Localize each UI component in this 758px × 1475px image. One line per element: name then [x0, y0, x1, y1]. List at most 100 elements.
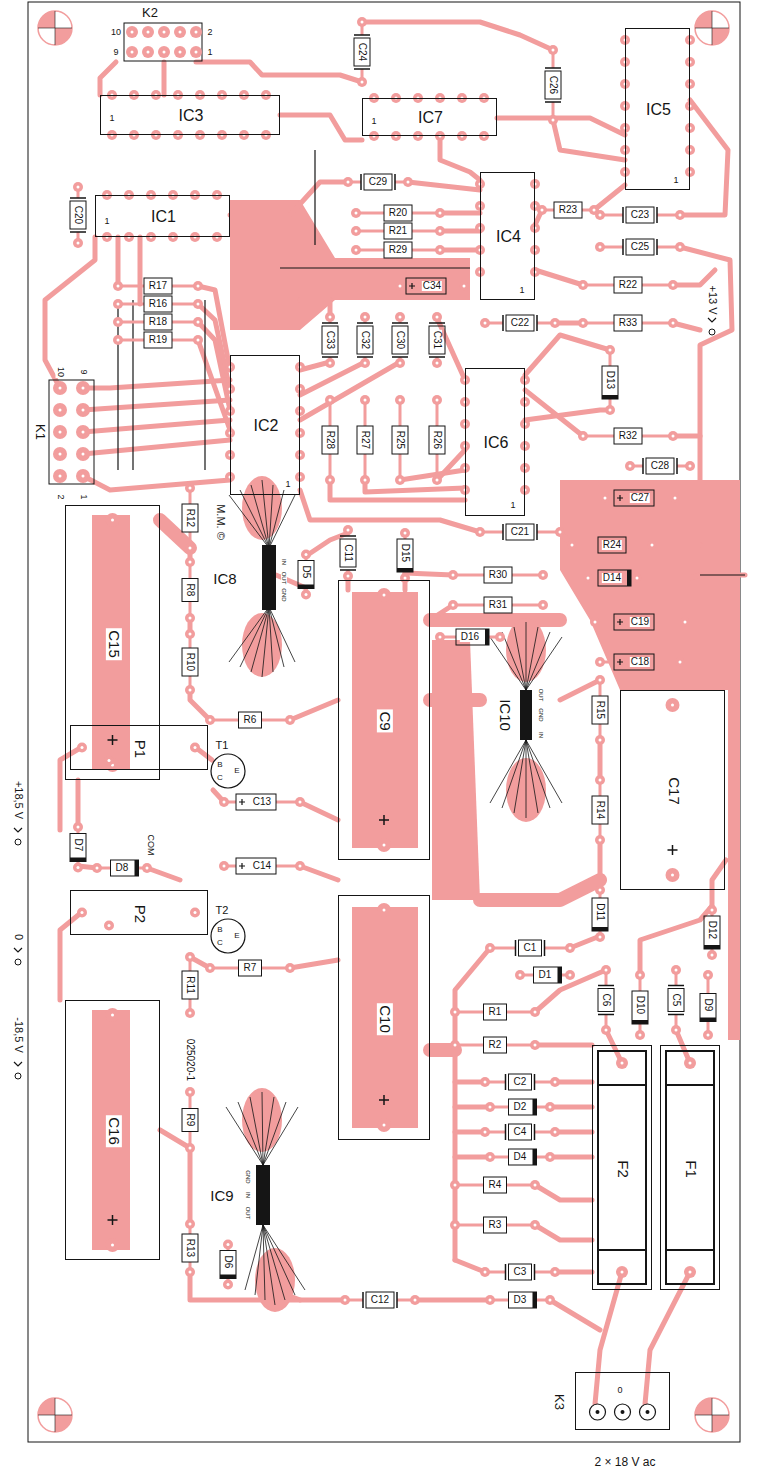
solder-pad [126, 26, 138, 38]
pad-copper [685, 167, 695, 177]
pad-copper [395, 312, 405, 322]
solder-pad [616, 1057, 628, 1069]
cathode-band [704, 945, 720, 949]
trimmer-outline: P2 [70, 890, 208, 935]
pad-hole [484, 1271, 487, 1274]
capacitor-plate [357, 323, 373, 357]
pad-copper [595, 775, 605, 785]
capacitor-symbol [595, 239, 685, 255]
part-reference: C13 [252, 797, 272, 807]
pad-hole [599, 679, 602, 682]
pad-copper [685, 35, 695, 45]
pad-copper [92, 863, 102, 873]
solder-pad [595, 885, 605, 895]
part-reference: C31 [432, 330, 442, 350]
part-body [519, 940, 542, 956]
pad-copper [590, 617, 600, 627]
screw-terminal [640, 1404, 656, 1420]
board-label: +18,5 V [13, 780, 24, 820]
solder-pad [190, 743, 200, 753]
pad-copper [520, 375, 530, 385]
part-body [366, 1292, 394, 1308]
part-body [384, 205, 412, 221]
pad-copper [77, 908, 87, 918]
part-reference: D8 [115, 863, 130, 873]
pad-copper [53, 403, 67, 417]
pad-copper [685, 101, 695, 111]
part-reference: R27 [360, 430, 370, 450]
pad-hole [671, 874, 674, 877]
copper-trace [45, 237, 95, 388]
pad-hole [407, 181, 410, 184]
pad-hole [605, 1029, 608, 1032]
solder-pad [351, 245, 361, 255]
diode-symbol [602, 345, 618, 415]
solder-pad [395, 358, 405, 368]
part-reference: P1 [132, 737, 148, 759]
pad-copper [76, 447, 90, 461]
part-body [384, 223, 412, 239]
pad-hole [197, 303, 200, 306]
pad-hole [524, 489, 527, 492]
fiducials [38, 11, 729, 1432]
pad-hole [636, 577, 639, 580]
pad-copper [301, 590, 311, 600]
pad-hole [155, 134, 158, 137]
pad-copper [520, 419, 530, 429]
pad-copper [190, 743, 200, 753]
pad-copper [73, 238, 83, 248]
pad-hole [689, 105, 692, 108]
solder-pad [285, 715, 295, 725]
solder-pad [703, 970, 713, 980]
pad-hole [216, 236, 219, 239]
part-reference: C17 [666, 775, 682, 807]
part-reference: C14 [252, 861, 272, 871]
part-body [182, 504, 198, 532]
pad-copper [600, 493, 610, 503]
pad-copper [530, 223, 540, 233]
fuse-clip [598, 1249, 646, 1251]
pad-copper [595, 657, 605, 667]
pad-hole [177, 134, 180, 137]
resistor-symbol [448, 567, 548, 583]
pad-hole [593, 209, 596, 212]
pad-hole [383, 594, 386, 597]
solder-pad [357, 77, 367, 87]
pad-hole [609, 409, 612, 412]
solder-pad [53, 425, 67, 439]
pad-copper [73, 822, 83, 832]
solder-pad [92, 863, 102, 873]
capacitor-plate [503, 524, 537, 540]
part-reference: C30 [395, 330, 405, 350]
pad-copper [73, 863, 83, 873]
heatsink-line [526, 740, 527, 818]
pad-copper [680, 617, 690, 627]
resistor-symbol [351, 223, 445, 239]
pad-copper [173, 130, 183, 140]
pad-copper [530, 1007, 540, 1017]
solder-pad [480, 1127, 490, 1137]
pad-copper [459, 281, 469, 291]
screw-terminal [590, 1404, 606, 1420]
solder-pad [668, 280, 678, 290]
diode-symbol [700, 970, 716, 1040]
pad-copper [395, 475, 405, 485]
board-label: 9 [79, 368, 88, 375]
pad-copper [448, 600, 458, 610]
pad-copper [369, 131, 379, 141]
pad-hole [651, 544, 654, 547]
header-outline [49, 380, 94, 484]
pad-hole [672, 284, 675, 287]
pad-copper [377, 838, 391, 852]
capacitor-outline: C16 [65, 1000, 160, 1260]
part-reference: D11 [595, 902, 605, 922]
pad-hole [689, 1271, 692, 1274]
resistor-symbol [578, 428, 678, 444]
solder-pad [595, 242, 605, 252]
pad-copper [360, 395, 370, 405]
pad-copper [106, 1008, 120, 1022]
part-reference: C28 [650, 461, 670, 471]
pad-hole [559, 531, 562, 534]
pad-copper [325, 312, 335, 322]
